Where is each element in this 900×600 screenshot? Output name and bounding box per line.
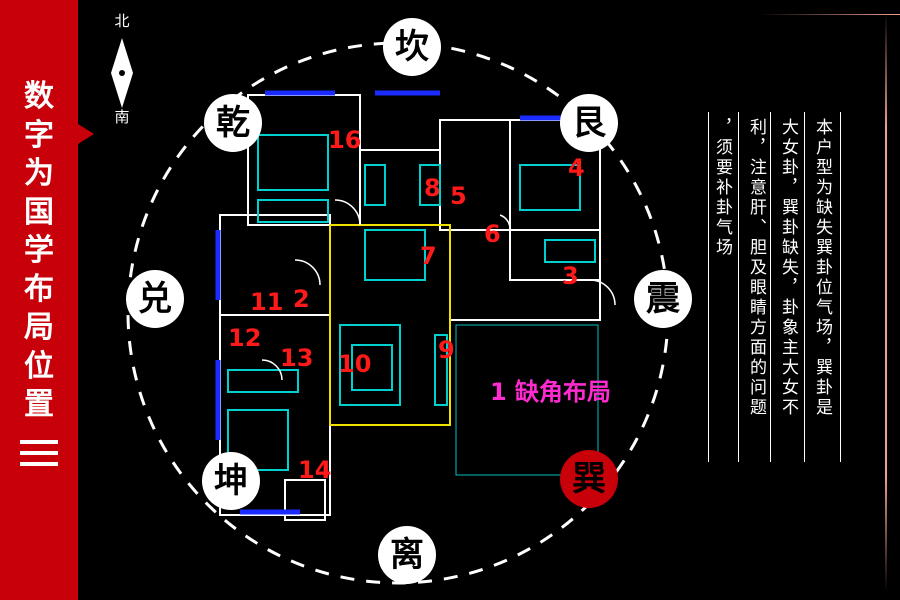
text-divider bbox=[804, 112, 805, 462]
room-number: 11 bbox=[250, 288, 284, 316]
text-divider bbox=[840, 112, 841, 462]
furniture bbox=[227, 134, 596, 471]
sidebar: 数字为国学布局位置 bbox=[0, 0, 78, 600]
description-line: 本户型为缺失巽卦位气场，巽卦是 bbox=[812, 118, 832, 418]
compass-north-label: 北 bbox=[114, 12, 130, 30]
decorative-horizontal-line bbox=[760, 14, 900, 15]
room-number: 3 bbox=[562, 262, 579, 290]
trigram-zhen: 震 bbox=[634, 270, 692, 328]
room-number: 7 bbox=[420, 242, 437, 270]
missing-corner-outline bbox=[455, 324, 599, 476]
trigram-li: 离 bbox=[378, 526, 436, 584]
compass-needle-icon bbox=[111, 38, 133, 108]
trigram-qian: 乾 bbox=[204, 94, 262, 152]
room-number: 16 bbox=[328, 126, 362, 154]
living-area-outline bbox=[329, 224, 451, 426]
missing-corner-label: 1 缺角布局 bbox=[490, 378, 612, 406]
text-divider bbox=[708, 112, 709, 462]
room-number: 12 bbox=[228, 324, 262, 352]
text-divider bbox=[738, 112, 739, 462]
trigram-dui: 兑 bbox=[126, 270, 184, 328]
text-divider bbox=[770, 112, 771, 462]
trigram-gen: 艮 bbox=[560, 94, 618, 152]
description-line: ，须要补卦气场 bbox=[712, 118, 732, 258]
room-number: 4 bbox=[568, 154, 585, 182]
room-number: 13 bbox=[280, 344, 314, 372]
room-number: 8 bbox=[424, 174, 441, 202]
description-line: 大女卦，巽卦缺失，卦象主大女不 bbox=[778, 118, 798, 418]
compass-south-label: 南 bbox=[114, 108, 130, 126]
description-line: 利，注意肝、胆及眼睛方面的问题 bbox=[746, 118, 766, 418]
room-number: 6 bbox=[484, 220, 501, 248]
decorative-vertical-line bbox=[885, 12, 887, 592]
room-number: 2 bbox=[293, 285, 310, 313]
room-number: 9 bbox=[438, 336, 455, 364]
room-number: 5 bbox=[450, 182, 467, 210]
room-number: 10 bbox=[338, 350, 372, 378]
trigram-kan: 坎 bbox=[383, 18, 441, 76]
menu-lines-icon bbox=[20, 440, 58, 473]
door-arcs bbox=[261, 199, 616, 381]
compass: 北 南 bbox=[100, 8, 144, 128]
sidebar-title: 数字为国学布局位置 bbox=[24, 79, 54, 422]
room-number: 14 bbox=[298, 456, 332, 484]
trigram-xun: 巽 bbox=[560, 450, 618, 508]
trigram-kun: 坤 bbox=[202, 452, 260, 510]
sidebar-arrow-icon bbox=[78, 124, 94, 144]
